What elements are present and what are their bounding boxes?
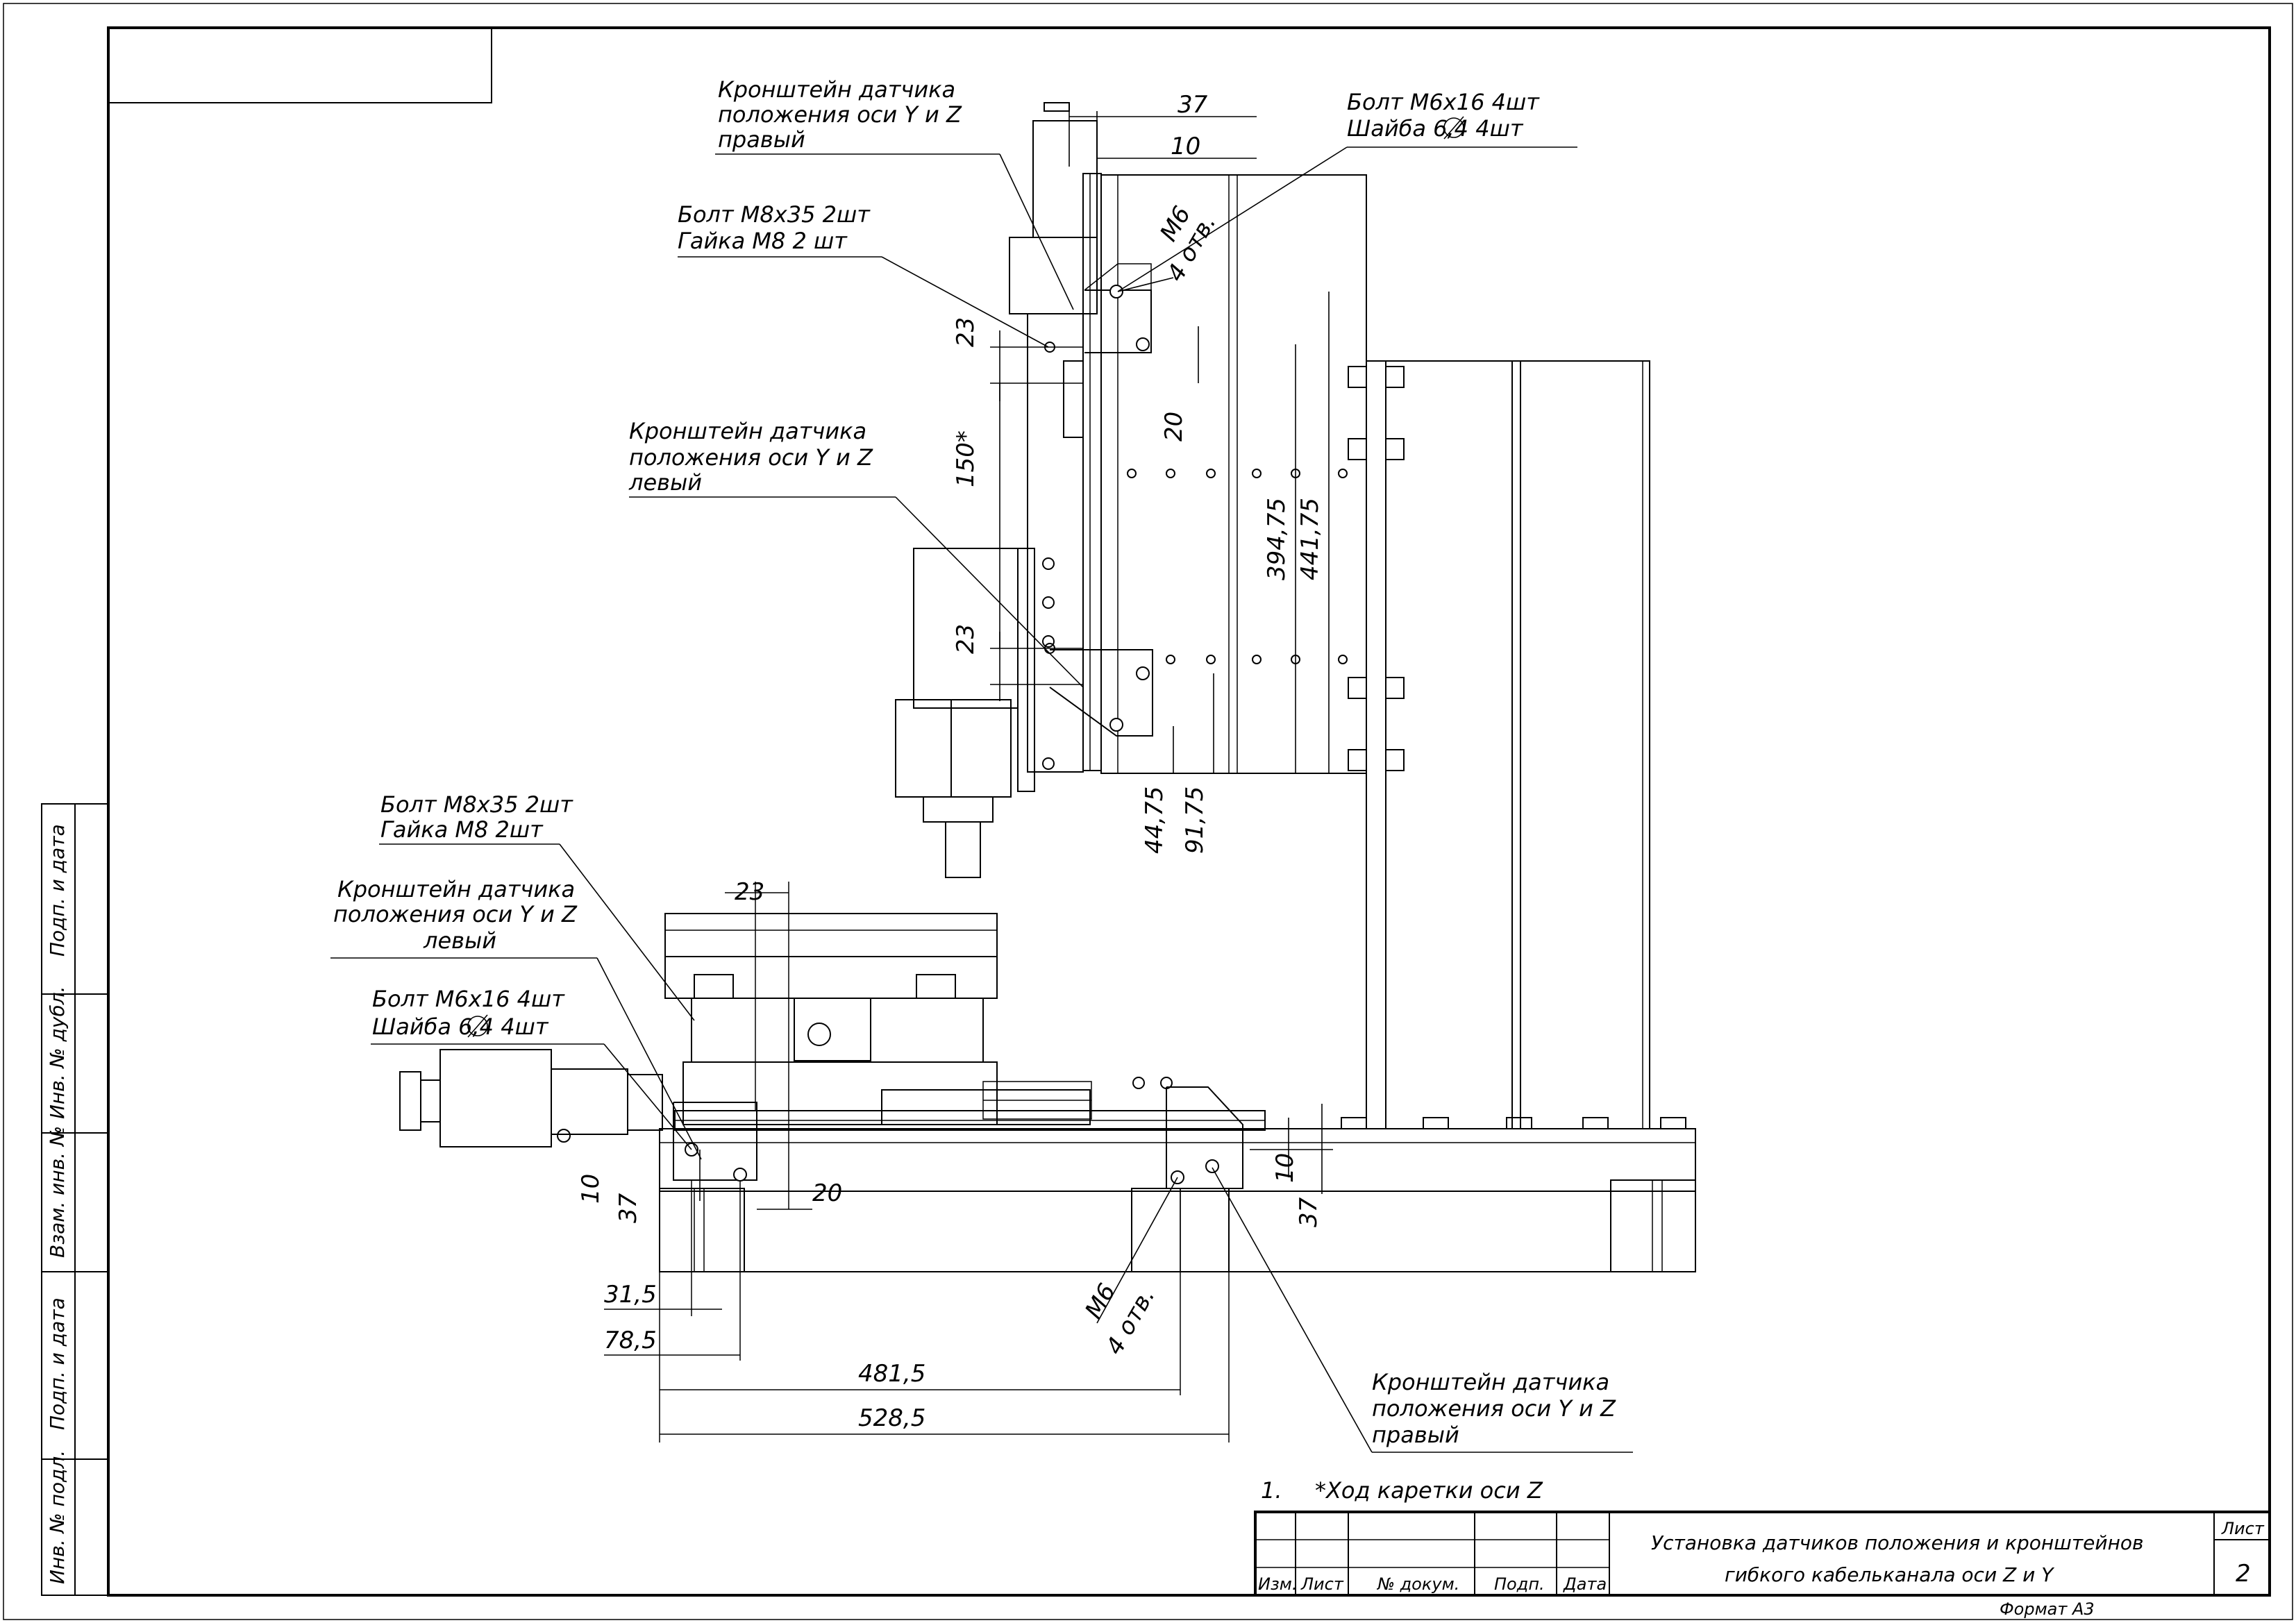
dim-44: 44,75 [1141,787,1168,854]
note-number: 1. [1261,1477,1282,1504]
label-bracket-right-bottom-1: Кронштейн датчика [1372,1369,1609,1395]
diameter-icon [1443,116,1464,140]
dim-394: 394,75 [1263,498,1291,580]
tb-col-date: Дата [1563,1574,1607,1594]
side-stamp: Подп. и дата Инв. № дубл. Взам. инв. № П… [41,803,109,1596]
dimension-texts: 37 10 М6 4 отв. 23 20 150* 394,75 441,75… [577,91,1324,1432]
label-bracket-top-right-3: правый [718,126,805,153]
tb-title-line1: Установка датчиков положения и кронштейн… [1651,1531,2144,1554]
label-bracket-top-right-1: Кронштейн датчика [718,76,955,103]
y-axis-assembly [399,913,1266,1147]
dim-91: 91,75 [1181,787,1209,854]
machine-frame [659,174,1696,1272]
dim-23-c: 23 [735,878,764,906]
plate-holes [1127,469,1348,664]
label-bracket-top-right-2: положения оси Y и Z [718,101,962,128]
dimension-lines [604,111,1333,1443]
label-bolt-m6-top-2: Шайба 6,4 4шт [1347,115,1524,142]
y-left-bracket [673,1102,757,1181]
label-bracket-left-top-3: левый [628,469,702,496]
note-text: *Ход каретки оси Z [1315,1477,1543,1504]
label-bracket-right-bottom-3: правый [1372,1422,1459,1448]
z-top-right-bracket [1044,263,1152,353]
dim-31: 31,5 [604,1281,657,1309]
stamp-dup-inv: Инв. № дубл. [46,986,69,1119]
tb-col-doc: № докум. [1376,1574,1459,1594]
tb-sheet-number: 2 [2236,1560,2251,1588]
label-bolt-m8-top-2: Гайка М8 2 шт [678,228,848,254]
dim-37-left: 37 [614,1193,642,1223]
label-bracket-left-top-2: положения оси Y и Z [629,444,873,471]
label-bracket-left-bottom-3: левый [423,927,496,954]
z-axis-assembly [895,102,1102,878]
label-bolt-m8-top-1: Болт М8х35 2шт [678,201,871,228]
dim-20-b: 20 [812,1179,842,1207]
dim-10-right: 10 [1271,1153,1299,1183]
tb-col-rev: Изм. [1258,1574,1297,1594]
label-bolt-m8-bottom-2: Гайка М8 2шт [380,816,544,843]
dim-37-right: 37 [1295,1197,1323,1227]
dim-23-b: 23 [952,624,980,654]
tb-sheet-label: Лист [2221,1519,2265,1538]
label-bolt-m6-bottom-1: Болт М6х16 4шт [372,986,565,1012]
label-bolt-m6-top-1: Болт М6х16 4шт [1347,89,1540,115]
dim-10-top: 10 [1171,133,1200,160]
dim-37-top: 37 [1178,91,1208,119]
format-label: Формат А3 [2000,1599,2095,1619]
label-bracket-right-bottom-2: положения оси Y и Z [1372,1395,1616,1422]
dim-20-a: 20 [1160,412,1188,442]
dim-23-a: 23 [952,317,980,347]
stamp-replace-inv: Взам. инв. № [46,1126,69,1258]
title-block: Изм. Лист № докум. Подп. Дата Установка … [1254,1511,2271,1597]
flange-bolts [1348,366,1405,771]
tb-title-line2: гибкого кабельканала оси Z и Y [1725,1563,2054,1586]
leader-lines [330,146,1633,1453]
stamp-sign-date-2: Подп. и дата [46,1297,69,1430]
label-bracket-left-bottom-2: положения оси Y и Z [333,901,578,927]
dim-78: 78,5 [604,1327,657,1354]
dim-m6-bottom: М6 [1080,1279,1121,1323]
dim-10-left: 10 [577,1174,605,1204]
callout-labels: Кронштейн датчика положения оси Y и Z пр… [333,76,1616,1448]
dim-528: 528,5 [858,1404,925,1432]
stamp-sign-date-1: Подп. и дата [46,824,69,957]
dim-481: 481,5 [858,1360,925,1388]
tb-col-sheet: Лист [1300,1574,1344,1594]
label-bracket-left-bottom-1: Кронштейн датчика [337,876,575,902]
tb-col-sign: Подп. [1494,1574,1545,1594]
diameter-icon [467,1014,488,1038]
label-bracket-left-top-1: Кронштейн датчика [629,418,866,444]
dim-150: 150* [952,430,980,487]
z-bottom-left-bracket [1044,643,1153,737]
label-bolt-m8-bottom-1: Болт М8х35 2шт [380,791,573,818]
dim-441: 441,75 [1296,498,1324,580]
stamp-orig-inv: Инв. № подл. [46,1450,69,1584]
y-right-bracket [1132,1077,1243,1189]
label-bolt-m6-bottom-2: Шайба 6,4 4шт [372,1014,549,1040]
